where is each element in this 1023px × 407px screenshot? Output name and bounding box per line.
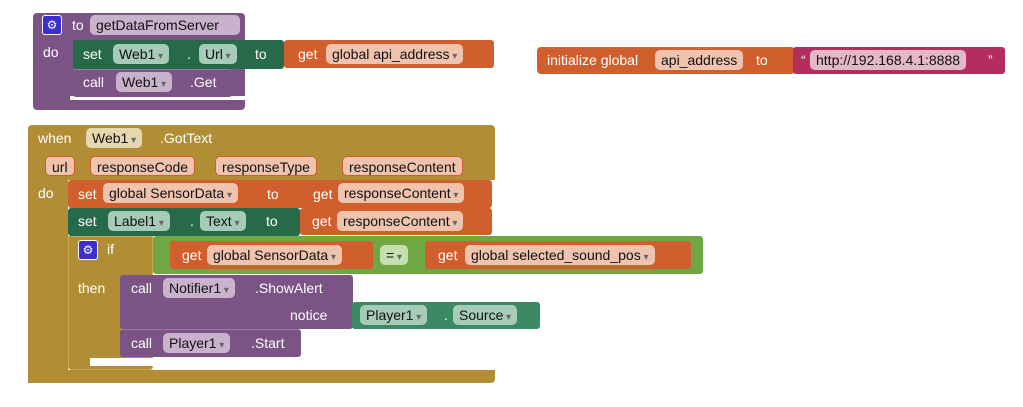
call-label: call	[131, 335, 153, 351]
quote-open: “	[801, 52, 806, 68]
dot-label: .	[190, 213, 194, 229]
procedure-name-field[interactable]: getDataFromServer	[90, 15, 240, 35]
property-dropdown[interactable]: Source	[453, 305, 518, 325]
set-web1-url-block[interactable]	[73, 40, 284, 69]
call-label: call	[131, 280, 153, 296]
component-dropdown[interactable]: Web1	[113, 44, 170, 64]
param-responsecode[interactable]: responseCode	[90, 156, 196, 176]
call-notifier-showalert-block[interactable]	[120, 275, 353, 329]
initialize-global-label: initialize global	[547, 52, 639, 68]
variable-dropdown[interactable]: global api_address	[326, 44, 464, 64]
get-label: get	[313, 186, 333, 202]
global-name-field[interactable]: api_address	[655, 50, 744, 70]
to-label: to	[255, 46, 267, 62]
do-label: do	[38, 185, 54, 201]
quote-close: ”	[988, 52, 993, 68]
set-label: set	[83, 46, 102, 62]
event-body-left	[28, 178, 68, 383]
variable-dropdown[interactable]: responseContent	[338, 183, 465, 203]
operator-dropdown[interactable]: =	[380, 245, 408, 265]
dot-label: .	[444, 307, 448, 323]
param-responsetype[interactable]: responseType	[215, 156, 317, 176]
notice-label: notice	[290, 307, 328, 323]
if-gap	[90, 358, 153, 366]
event-bottom	[28, 370, 495, 383]
to-label: to	[266, 213, 278, 229]
component-dropdown[interactable]: Player1	[360, 305, 428, 325]
component-dropdown[interactable]: Player1	[163, 333, 231, 353]
text-value-field[interactable]: http://192.168.4.1:8888	[810, 50, 967, 70]
get-label: get	[312, 213, 332, 229]
get-label: get	[182, 247, 202, 263]
mutator-gear-icon[interactable]: ⚙	[78, 240, 98, 260]
property-dropdown[interactable]: Url	[199, 44, 237, 64]
variable-dropdown[interactable]: global SensorData	[207, 245, 342, 265]
method-label: .Start	[251, 335, 285, 351]
param-url[interactable]: url	[45, 156, 75, 176]
variable-dropdown[interactable]: responseContent	[337, 211, 464, 231]
get-label: get	[438, 247, 458, 263]
property-dropdown[interactable]: Text	[200, 211, 246, 231]
dot-label: .	[187, 46, 191, 62]
set-label: set	[78, 186, 97, 202]
method-label: .ShowAlert	[255, 280, 323, 296]
do-label: do	[43, 44, 59, 60]
param-responsecontent[interactable]: responseContent	[342, 156, 463, 176]
set-label1-text-block[interactable]	[68, 208, 300, 236]
call-label: call	[83, 74, 105, 90]
procedure-gap	[70, 96, 245, 100]
component-dropdown[interactable]: Web1	[116, 72, 173, 92]
gear-icon[interactable]: ⚙	[42, 15, 62, 35]
then-label: then	[78, 280, 106, 296]
if-label: if	[107, 241, 114, 257]
variable-dropdown[interactable]: global selected_sound_pos	[465, 245, 655, 265]
to-label: to	[72, 17, 84, 33]
method-label: .Get	[190, 74, 217, 90]
get-label: get	[298, 46, 318, 62]
component-dropdown[interactable]: Notifier1	[163, 278, 235, 298]
to-label: to	[267, 186, 279, 202]
variable-dropdown[interactable]: global SensorData	[103, 183, 238, 203]
when-label: when	[38, 130, 72, 146]
event-label: .GotText	[160, 130, 213, 146]
component-dropdown[interactable]: Web1	[86, 128, 143, 148]
to-label: to	[756, 52, 768, 68]
component-dropdown[interactable]: Label1	[108, 211, 170, 231]
set-label: set	[78, 213, 97, 229]
